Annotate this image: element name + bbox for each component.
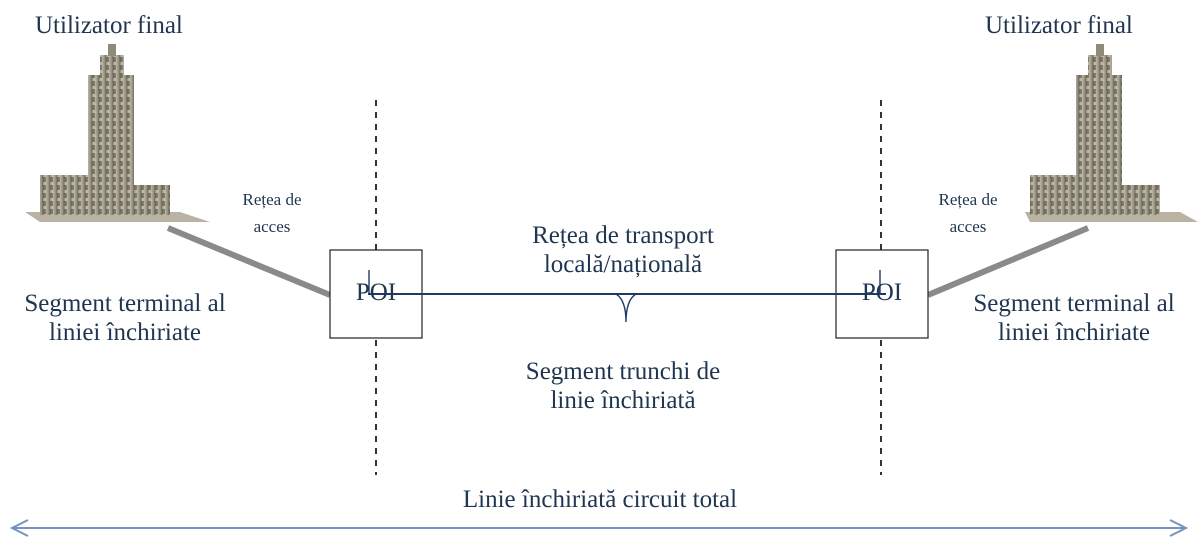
- transport-line2: locală/națională: [543, 250, 703, 278]
- access-line-right: [926, 225, 1090, 298]
- total-circuit-arrow: [9, 519, 1189, 537]
- terminal-segment-left-label: Segment terminal al liniei închiriate: [6, 290, 244, 348]
- trunk-line-marker: [615, 293, 637, 323]
- trunk-line2: linie închiriată: [550, 386, 696, 414]
- access-line-left: [166, 225, 332, 298]
- end-user-left-label: Utilizator final: [35, 12, 183, 39]
- building-right-icon: [1025, 44, 1198, 222]
- access-right-line2: acces: [949, 216, 987, 236]
- terminal-left-line2: liniei închiriate: [48, 318, 202, 346]
- access-network-left-label: Rețea de acces: [232, 190, 312, 236]
- building-left-icon: [25, 44, 210, 222]
- access-left-line1: Rețea de: [242, 190, 302, 209]
- terminal-segment-right-label: Segment terminal al liniei închiriate: [953, 290, 1195, 348]
- terminal-right-line2: liniei închiriate: [997, 318, 1151, 346]
- transport-network-label: Rețea de transport locală/națională: [478, 222, 768, 280]
- access-network-right-label: Rețea de acces: [928, 190, 1008, 236]
- trunk-segment-label: Segment trunchi de linie închiriată: [478, 358, 768, 416]
- total-circuit-label: Linie închiriată circuit total: [462, 486, 738, 513]
- terminal-left-line1: Segment terminal al: [24, 290, 226, 317]
- access-left-line2: acces: [253, 216, 291, 236]
- poi-left-label: POI: [355, 279, 397, 306]
- terminal-right-line1: Segment terminal al: [973, 290, 1175, 317]
- end-user-right-label: Utilizator final: [985, 12, 1133, 39]
- transport-line1: Rețea de transport: [532, 222, 714, 249]
- poi-right-label: POI: [861, 279, 903, 306]
- trunk-line1: Segment trunchi de: [525, 358, 721, 385]
- access-right-line1: Rețea de: [938, 190, 998, 209]
